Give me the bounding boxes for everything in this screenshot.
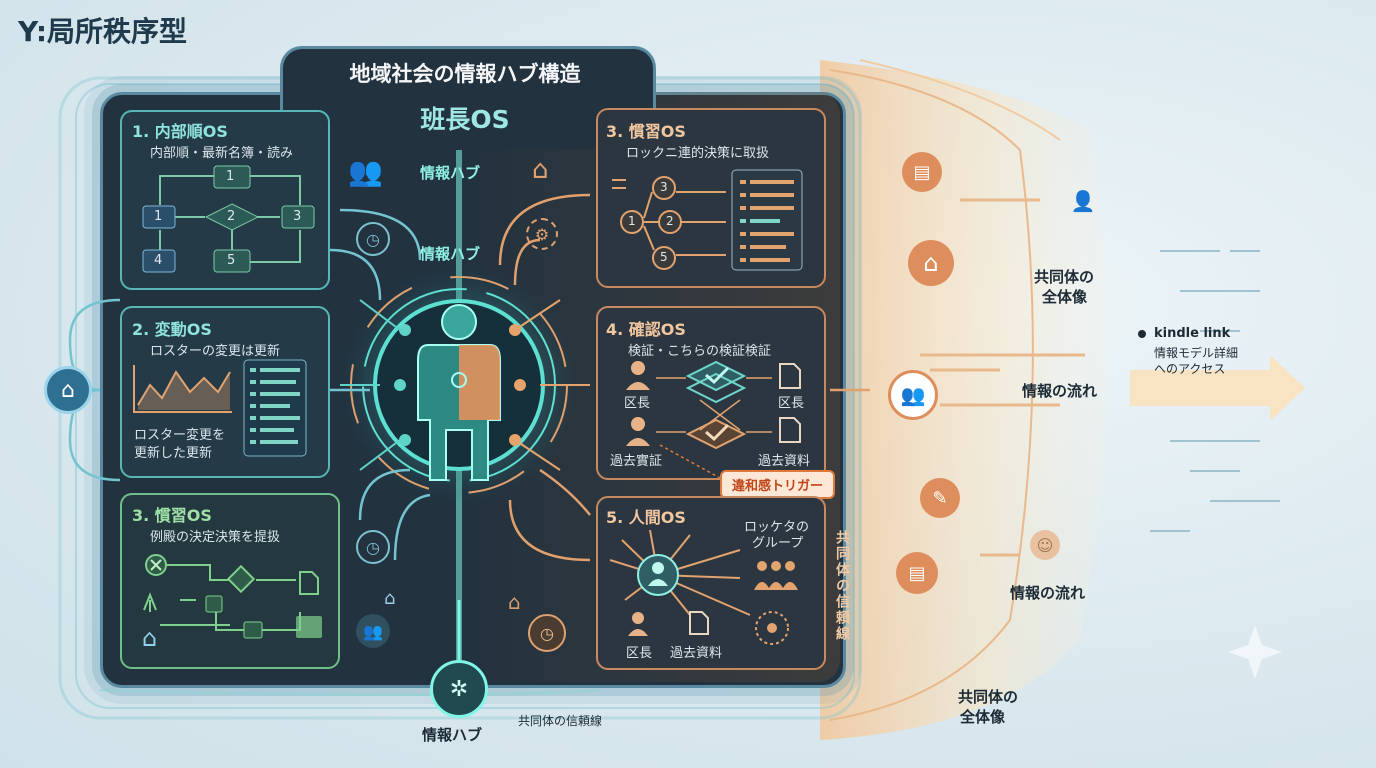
panel-3l-home-icon: ⌂	[142, 624, 158, 652]
p5-label-b: 過去資料	[670, 646, 723, 661]
p3r-node-d: 5	[660, 250, 668, 264]
panel-5-group-2: グループ	[752, 536, 804, 551]
small-home-icon: ⌂	[384, 588, 396, 609]
panel-3l-title: 3. 慣習OS	[132, 506, 212, 525]
hub-label-bottom: 情報ハブ	[422, 726, 483, 744]
p4-label-d: 過去資料	[758, 454, 811, 469]
discomfort-trigger-badge: 違和感トリガー	[720, 470, 836, 499]
flow-label-lower: 情報の流れ	[1010, 584, 1086, 602]
p1-node-d: 3	[293, 209, 302, 224]
p1-node-c: 2	[227, 209, 236, 224]
panel-2-title: 2. 変動OS	[132, 320, 212, 339]
header-tab	[280, 46, 656, 149]
panel-3l-subtitle: 例殿の決定決策を提扱	[150, 530, 281, 545]
home-circle-icon: ⌂	[908, 240, 954, 286]
p4-label-c: 過去實証	[610, 454, 663, 469]
p3r-node-c: 2	[666, 214, 674, 228]
hub-label-top: 情報ハブ	[420, 164, 481, 182]
document-icon: ▤	[902, 152, 942, 192]
group-circle-icon: 👥	[888, 370, 938, 420]
p3r-node-b: 3	[660, 180, 668, 194]
panel-1-title: 1. 内部順OS	[132, 122, 228, 141]
trust-line-vertical: 共同体の信頼線	[834, 530, 850, 642]
p3r-node-a: 1	[628, 214, 636, 228]
clock-icon-lower: ◷	[356, 530, 390, 564]
panel-verify-os	[596, 306, 826, 480]
home-button[interactable]: ⌂	[44, 366, 92, 414]
p5-label-a: 区長	[626, 646, 653, 661]
hub-label-mid: 情報ハブ	[420, 245, 481, 263]
gear-icon: ⚙	[526, 218, 558, 250]
header-title: 地域社会の情報ハブ構造	[349, 62, 581, 86]
panel-4-title: 4. 確認OS	[606, 320, 686, 339]
document-icon-lower: ▤	[896, 552, 938, 594]
panel-1-subtitle: 内部順・最新名簿・読み	[150, 146, 294, 161]
orange-home-icon: ⌂	[508, 590, 521, 614]
kindle-link[interactable]: kindle link	[1154, 326, 1231, 341]
panel-4-subtitle: 検証・こちらの検証検証	[628, 344, 772, 359]
person-icon-lower: ☺	[1030, 530, 1060, 560]
panel-2-note-2: 更新した更新	[134, 446, 213, 461]
panel-5-title: 5. 人間OS	[606, 508, 686, 527]
community-bottom-1: 共同体の	[958, 688, 1019, 706]
community-top-1: 共同体の	[1034, 268, 1095, 286]
group-icon: 👥	[356, 614, 390, 648]
header-subtitle: 班長OS	[420, 105, 510, 134]
panel-3r-title: 3. 慣習OS	[606, 122, 686, 141]
trust-line-bottom: 共同体の信頼線	[518, 714, 603, 728]
panel-2-subtitle: ロスターの変更は更新	[150, 344, 281, 359]
clock-icon-orange: ◷	[528, 614, 566, 652]
page-title: Y:局所秩序型	[18, 15, 188, 48]
p4-label-b: 区長	[778, 396, 805, 411]
community-bottom-2: 全体像	[960, 708, 1006, 726]
panel-5-group-1: ロッケタの	[744, 520, 810, 535]
panel-3r-subtitle: ロックニ連的決策に取扱	[626, 146, 770, 161]
p1-node-e: 4	[154, 253, 163, 268]
kindle-desc-1: 情報モデル詳細	[1154, 346, 1239, 360]
p4-label-a: 区長	[624, 396, 651, 411]
panel-2-note-1: ロスター変更を	[134, 428, 226, 443]
network-hub-icon: ✲	[430, 660, 488, 718]
clock-icon: ◷	[356, 222, 390, 256]
flow-label-upper: 情報の流れ	[1022, 382, 1098, 400]
people-icon: 👥	[348, 155, 383, 188]
person-icon-upper: 👤	[1070, 189, 1096, 213]
p1-node-f: 5	[227, 253, 236, 268]
kindle-bullet	[1138, 330, 1146, 338]
person-home-icon: ⌂	[532, 155, 549, 185]
p1-node-a: 1	[226, 169, 235, 184]
p1-node-b: 1	[154, 209, 163, 224]
community-top-2: 全体像	[1042, 288, 1088, 306]
kindle-desc-2: へのアクセス	[1154, 362, 1226, 376]
edit-document-icon: ✎	[920, 478, 960, 518]
